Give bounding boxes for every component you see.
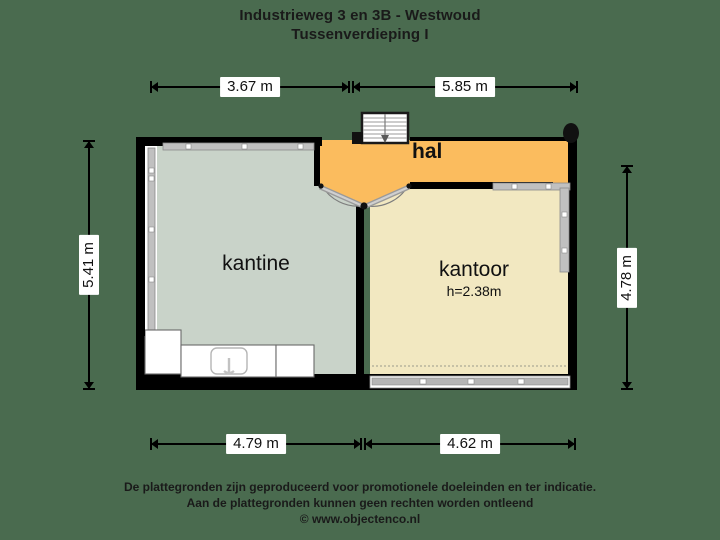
footer-line-3: © www.objectenco.nl (299, 512, 421, 526)
window-kantoor-bottom (369, 365, 571, 389)
kitchen-counter (144, 329, 315, 378)
dimension-label: 4.62 m (440, 434, 500, 454)
wall-interior-vertical (356, 205, 364, 380)
page-title: Industrieweg 3 en 3B - Westwoud Tussenve… (0, 6, 720, 44)
dimension-top-right: 5.85 m (352, 77, 578, 97)
dimension-right: 4.78 m (617, 165, 637, 390)
wall-nub (136, 326, 145, 336)
wall-hal-left-jamb (314, 140, 320, 186)
wall-hal-kantoor (410, 182, 553, 189)
room-label-kantoor: kantoor h=2.38m (410, 258, 538, 300)
door-hinge-node (406, 183, 412, 189)
wall-bottom (136, 374, 576, 390)
room-height-kantoor: h=2.38m (446, 283, 502, 299)
footer-line-1: De plattegronden zijn geproduceerd voor … (123, 480, 597, 494)
dimension-label: 5.41 m (79, 235, 99, 295)
footer-disclaimer: De plattegronden zijn geproduceerd voor … (0, 479, 720, 527)
dimension-tick-end (348, 81, 350, 93)
dimension-label: 5.85 m (435, 77, 495, 97)
door-hinge-node (318, 183, 324, 189)
room-fill-hal-funnel (319, 140, 410, 206)
window-kantoor-right (559, 187, 570, 273)
sink-icon (210, 347, 248, 375)
wall-right (568, 137, 577, 390)
dimension-arrow-start (365, 439, 372, 449)
room-name-kantoor: kantoor (438, 258, 510, 281)
dimension-tick-end (621, 388, 633, 390)
dimension-arrow-end (570, 82, 577, 92)
title-line-2: Tussenverdieping I (291, 26, 429, 43)
door-swing-left (318, 184, 365, 209)
dimension-tick-end (574, 438, 576, 450)
dimension-arrow-end (622, 382, 632, 389)
room-label-kantine: kantine (200, 252, 312, 276)
dimension-label: 4.78 m (617, 247, 637, 308)
dimension-arrow-end (84, 382, 94, 389)
wall-top-left (136, 137, 322, 146)
dimension-arrow-start (84, 141, 94, 148)
footer-line-2: Aan de plattegronden kunnen geen rechten… (186, 496, 534, 510)
dimension-arrow-end (354, 439, 361, 449)
dimension-tick-end (576, 81, 578, 93)
window-left-wall (145, 146, 157, 374)
dimension-arrow-start (622, 166, 632, 173)
stair-post (352, 132, 363, 144)
wall-left (136, 137, 145, 382)
door-swing-right (364, 184, 411, 209)
window-top-wall (162, 142, 315, 151)
room-fill-hal (319, 140, 572, 185)
room-fill-hal-vestibule (319, 185, 410, 205)
dimension-bottom-right: 4.62 m (364, 434, 576, 454)
dimension-label: 4.79 m (226, 434, 286, 454)
room-label-hal: hal (412, 140, 443, 163)
dimension-tick-end (83, 388, 95, 390)
dimension-tick-end (360, 438, 362, 450)
title-line-1: Industrieweg 3 en 3B - Westwoud (239, 7, 481, 24)
dimension-arrow-end (342, 82, 349, 92)
window-kantoor-top (492, 182, 571, 191)
dimension-top-left: 3.67 m (150, 77, 350, 97)
dimension-bottom-left: 4.79 m (150, 434, 362, 454)
structural-column (563, 123, 579, 143)
dimension-label: 3.67 m (220, 77, 280, 97)
dimension-arrow-start (353, 82, 360, 92)
dimension-arrow-start (151, 82, 158, 92)
dimension-left: 5.41 m (79, 140, 99, 390)
dimension-arrow-end (568, 439, 575, 449)
staircase-icon (360, 111, 410, 145)
door-meeting-node (360, 202, 368, 210)
dimension-arrow-start (151, 439, 158, 449)
room-name-kantine: kantine (222, 252, 290, 275)
